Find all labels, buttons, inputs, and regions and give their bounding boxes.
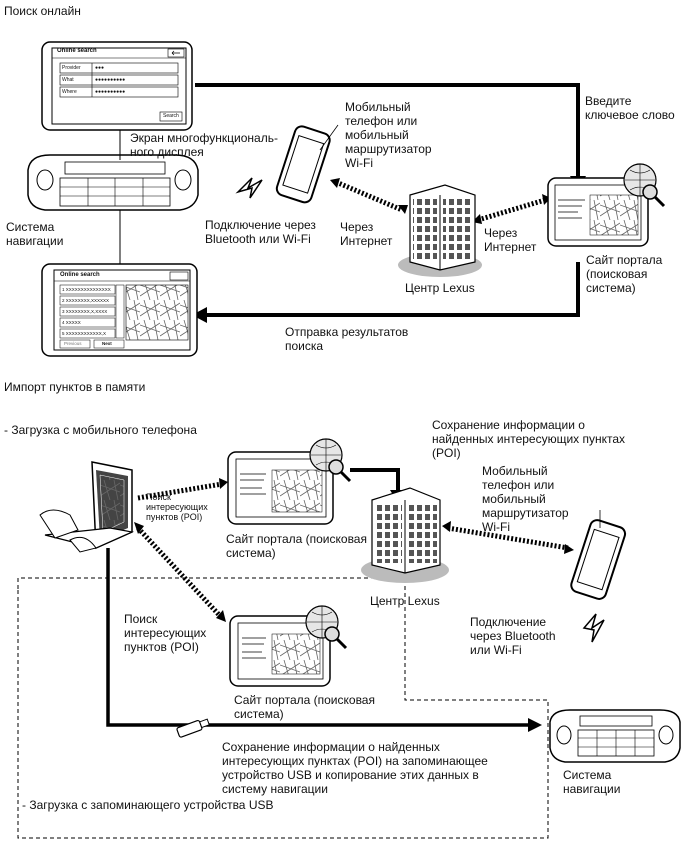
screen2-previous-button[interactable]: Previous [64,341,82,346]
screen2-title: Online search [60,272,100,278]
portal-site-label-3: Сайт портала (поисковая система) [234,693,375,721]
send-results-label: Отправка результатов поиска [285,325,409,353]
save-poi-label: Сохранение информации о найденных интере… [432,418,626,460]
usb-transfer-line [106,548,528,727]
screen2-row[interactable]: 1 XXXXXXXXXXXXXXX [62,287,111,292]
bt-label-1: Подключение через Bluetooth или Wi-Fi [205,218,316,246]
navigation-unit-bottom [549,709,681,763]
subtitle-usb: - Загрузка с запоминающего устройства US… [22,798,274,812]
usb-download-region [17,577,549,839]
online-search-screen-top [41,41,193,131]
internet-link-right [477,197,546,223]
portal-site-label-1: Сайт портала (поисковая система) [586,253,663,295]
portal-site-tablet [547,163,666,247]
screen2-next-button[interactable]: Next [102,341,112,346]
enter-keyword-label: Введите ключевое слово [585,94,675,122]
display-label: Экран многофункциональ- ного дисплея [130,131,278,159]
mobile-phone-icon-2 [570,519,627,600]
portal-site-tablet-2 [227,438,352,525]
via-internet-left: Через Интернет [340,220,393,248]
keyword-route-line [195,83,580,178]
nav-system-label-1: Система навигации [6,220,64,248]
screen1-value-provider: ●●● [95,65,105,71]
screen2-row[interactable]: 3 XXXXXXXX,X,XXXX [62,309,108,314]
results-route-arrowhead [192,307,207,323]
lexus-center-label-2: Центр Lexus [370,594,440,608]
save-poi-route [350,468,400,492]
search-link-portal2 [136,526,224,620]
laptop-icon [39,461,135,553]
screen1-search-button[interactable]: Search [163,113,179,119]
usb-stick-icon [176,718,210,738]
usb-save-label: Сохранение информации о найденных интере… [222,740,488,796]
lexus-center-building-icon-2 [361,487,449,583]
lexus-center-label-1: Центр Lexus [405,281,475,295]
via-internet-right: Через Интернет [484,226,537,254]
portal-site-label-2: Сайт портала (поисковая система) [226,532,367,560]
lexus-center-building-icon [398,184,482,277]
wireless-signal-icon-2 [582,613,605,643]
screen2-row[interactable]: 2 XXXXXXXX,XXXXXX [62,298,110,303]
screen2-row[interactable]: 4 XXXXX [62,320,81,325]
results-route-line [205,262,580,317]
phone-label-2: Мобильный телефон или мобильный маршрути… [482,464,569,534]
screen2-row[interactable]: 5 XXXXXXXXXXXX,X [62,331,107,336]
online-search-screen-results [41,263,198,357]
screen1-field-where: Where [62,89,77,95]
portal-site-tablet-3 [229,605,348,687]
internet-link-left [335,179,403,213]
navigation-unit-top [27,154,199,211]
poi-search-small-label: Поиск интересующих пунктов (POI) [146,492,208,522]
mobile-phone-icon [275,125,331,204]
phone-label-1: Мобильный телефон или мобильный маршрути… [345,100,432,170]
screen1-title: Online search [57,48,97,54]
screen1-field-provider: Provider [62,65,81,71]
bt-label-2: Подключение через Bluetooth или Wi-Fi [470,615,556,657]
section2-title: Импорт пунктов в памяти [4,380,146,394]
screen1-field-what: What [62,77,74,83]
wireless-signal-icon [235,177,263,199]
section1-title: Поиск онлайн [4,4,81,18]
nav-system-label-2: Система навигации [563,768,621,796]
internet-link-phone [447,525,569,551]
screen1-value-where: ●●●●●●●●●● [95,89,126,95]
subtitle-phone: - Загрузка с мобильного телефона [4,423,197,437]
screen1-value-what: ●●●●●●●●●● [95,77,126,83]
poi-search-label: Поиск интересующих пунктов (POI) [124,612,207,654]
